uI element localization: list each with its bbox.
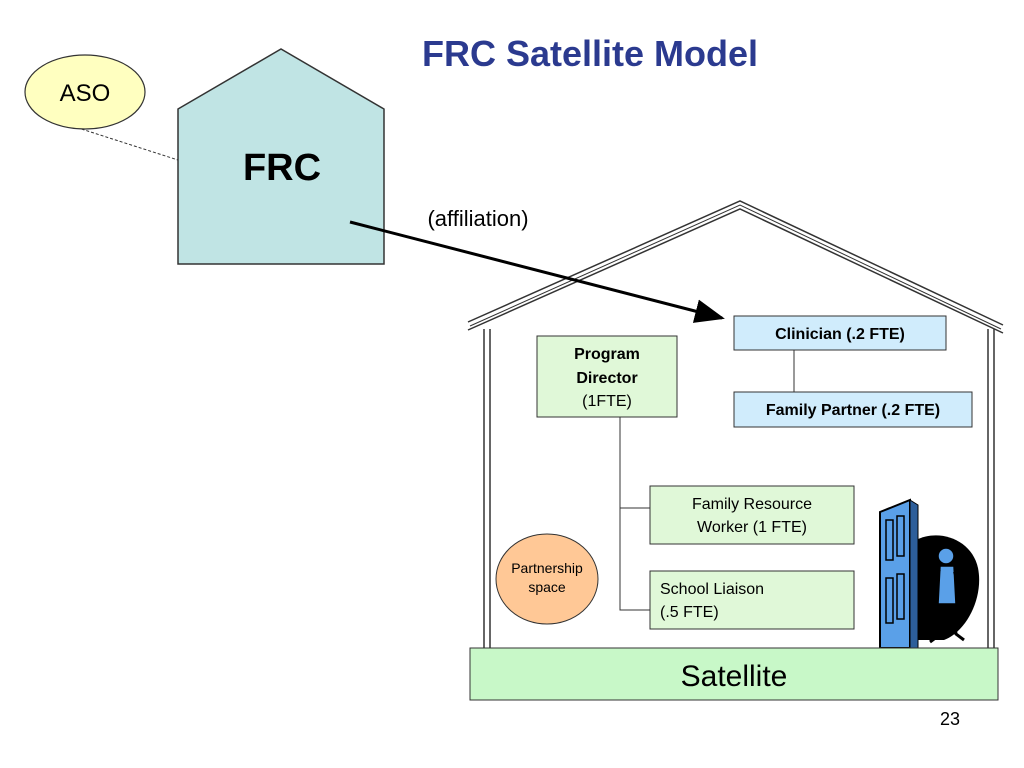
family-resource-worker-box: Family Resource Worker (1 FTE): [649, 485, 855, 545]
program-director-box: Program Director (1FTE): [536, 335, 678, 418]
program-director-line3: (1FTE): [582, 393, 632, 410]
clinician-box: Clinician (.2 FTE): [733, 315, 947, 351]
affiliation-arrow: [349, 220, 725, 323]
clinician-label: Clinician (.2 FTE): [775, 326, 905, 343]
aso-label: ASO: [60, 80, 111, 107]
satellite-house-outline: [467, 200, 1004, 648]
slide-title: FRC Satellite Model: [422, 33, 758, 74]
school-liaison-rect: [649, 570, 855, 630]
satellite-label: Satellite: [681, 660, 788, 693]
satellite-base: Satellite: [469, 647, 999, 701]
school-liaison-line2: (.5 FTE): [660, 604, 719, 621]
program-director-line1: Program: [574, 346, 640, 363]
affiliation-label: (affiliation): [427, 206, 528, 231]
org-connector-lines: [619, 350, 795, 611]
partnership-space-ellipse: [495, 533, 599, 625]
satellite-rect: [469, 647, 999, 701]
aso-frc-dashed-connector: [71, 125, 179, 161]
family-resource-worker-line1: Family Resource: [692, 496, 812, 513]
program-director-line2: Director: [576, 370, 637, 387]
partnership-space-line1: Partnership: [511, 560, 583, 576]
program-director-rect: [536, 335, 678, 418]
clinician-rect: [733, 315, 947, 351]
family-partner-label: Family Partner (.2 FTE): [766, 402, 940, 419]
family-partner-box: Family Partner (.2 FTE): [733, 391, 973, 428]
school-liaison-box: School Liaison (.5 FTE): [649, 570, 855, 630]
open-door-person-icon: [879, 498, 980, 651]
family-partner-rect: [733, 391, 973, 428]
family-resource-worker-rect: [649, 485, 855, 545]
family-resource-worker-line2: Worker (1 FTE): [697, 519, 807, 536]
school-liaison-line1: School Liaison: [660, 581, 764, 598]
frc-node: FRC: [177, 48, 385, 265]
aso-ellipse: [24, 54, 146, 130]
frc-house-shape: [177, 48, 385, 265]
frc-label: FRC: [243, 147, 321, 189]
aso-node: ASO: [24, 54, 146, 130]
page-number: 23: [940, 709, 960, 729]
partnership-space-node: Partnership space: [495, 533, 599, 625]
partnership-space-line2: space: [528, 579, 566, 595]
